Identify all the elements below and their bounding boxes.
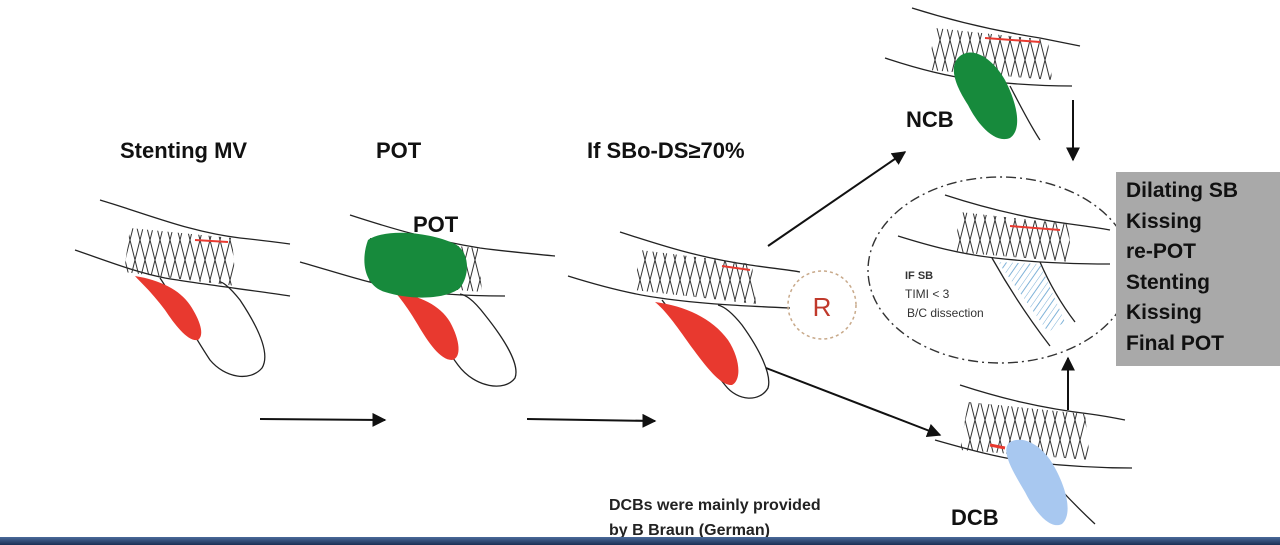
main-vessel-top-wall: [959, 384, 1126, 421]
panel-stenting-mv: Stenting MV: [74, 138, 291, 378]
ncb-label: NCB: [906, 107, 954, 132]
step-dilating-sb: Dilating SB: [1126, 179, 1239, 202]
step-kissing-2: Kissing: [1126, 301, 1202, 324]
dcb-balloon: [1006, 439, 1068, 526]
panel-dcb: DCB: [934, 384, 1133, 530]
lesion-2: [395, 292, 459, 360]
ncb-balloon: [953, 52, 1018, 140]
footnote-line-1: DCBs were mainly provided: [609, 497, 821, 514]
lesion-carina-1: [194, 239, 229, 243]
panel-sbo-ds: If SBo-DS≥70% R: [567, 138, 857, 399]
pot-balloon: [364, 232, 467, 298]
lesion-carina-ellipse: [1009, 225, 1061, 231]
lesion-dcb: [989, 443, 1006, 450]
panel-pot: POT POT: [299, 138, 556, 387]
if-sb-label: IF SB: [905, 270, 933, 282]
bailout-steps-box: Dilating SB Kissing re-POT Stenting Kiss…: [1116, 172, 1280, 366]
lesion-carina-ncb: [984, 37, 1041, 43]
main-vessel-top-wall: [349, 214, 556, 257]
r-circle: [787, 270, 857, 340]
arrow-to-dcb: [765, 367, 942, 438]
side-branch-wall: [1009, 85, 1041, 141]
bottom-band: [0, 537, 1280, 545]
step-re-pot: re-POT: [1126, 240, 1197, 263]
main-vessel-stent: [954, 212, 1072, 262]
main-vessel-top-wall: [911, 7, 1081, 47]
r-marker: R: [813, 292, 832, 322]
flow-arrow-2: [526, 413, 657, 428]
step2-title: POT: [376, 138, 422, 163]
arrow-to-ncb: [767, 151, 907, 247]
bailout-ellipse: IF SB TIMI < 3 B/C dissection: [867, 176, 1133, 364]
flow-arrow-1: [259, 412, 387, 427]
pot-balloon-label: POT: [413, 212, 459, 237]
main-vessel-top-wall: [99, 199, 291, 245]
lesion-carina-3: [721, 265, 751, 271]
side-branch-wall-2: [1039, 261, 1076, 323]
step-stenting: Stenting: [1126, 270, 1210, 294]
main-vessel-bottom-wall: [74, 249, 291, 297]
main-vessel-stent: [124, 228, 236, 286]
timi-label: TIMI < 3: [905, 287, 950, 301]
lesion-3: [655, 302, 739, 386]
main-vessel-bottom-wall: [567, 275, 791, 309]
footnote-line-2: by B Braun (German): [609, 522, 770, 539]
panel-ncb: NCB: [884, 7, 1081, 141]
dissection-label: B/C dissection: [907, 306, 984, 320]
dcb-label: DCB: [951, 505, 999, 530]
side-branch-wall: [991, 257, 1051, 347]
step1-title: Stenting MV: [120, 138, 247, 163]
dissection-hatch: [998, 262, 1065, 332]
main-vessel-bottom-wall: [897, 235, 1111, 265]
main-vessel-stent: [634, 250, 756, 304]
step-final-pot: Final POT: [1126, 331, 1225, 355]
lesion-1: [135, 276, 202, 341]
step3-title: If SBo-DS≥70%: [587, 138, 745, 163]
step-kissing: Kissing: [1126, 209, 1202, 233]
main-vessel-top-wall: [944, 194, 1111, 231]
